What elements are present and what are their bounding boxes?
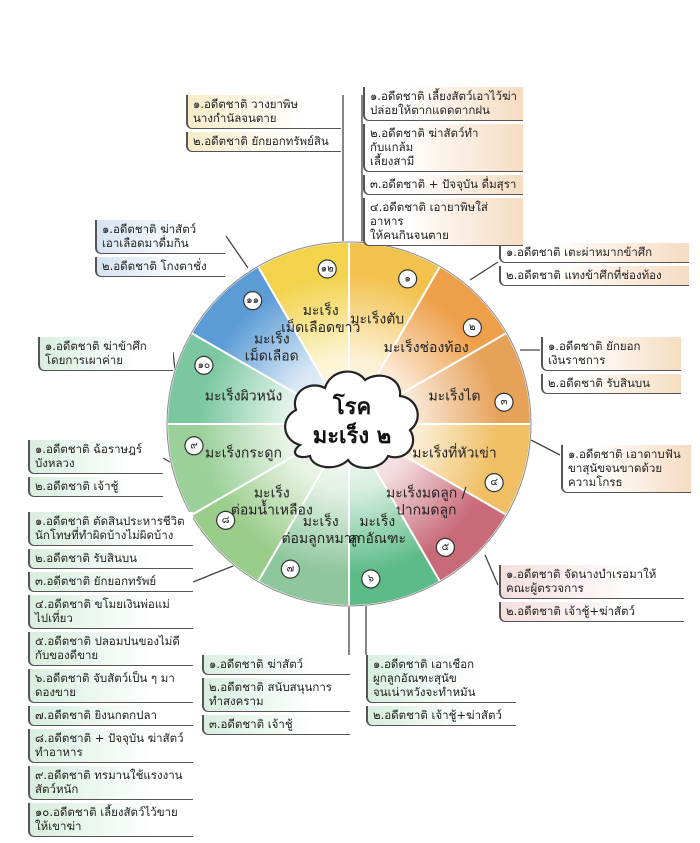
segment-2-number: ๒ — [469, 322, 476, 333]
segment-8-number: ๘ — [222, 515, 230, 526]
segment-5-number: ๕ — [442, 542, 450, 553]
segment-6-badge — [361, 569, 381, 589]
n7-item: ๓.อดีตชาติ ยักยอกทรัพย์ — [28, 572, 193, 592]
segment-4-badge — [484, 473, 504, 493]
n12-item: ๔.อดีตชาติ เอายาพิษใส่อาหาร ให้คนกินจนตา… — [363, 198, 523, 246]
n7-item: ๙.อดีตชาติ ทรมานใช้แรงงาน สัตว์หนัก — [28, 766, 193, 800]
n1-item: ๑.อดีตชาติ เตะผ่าหมากข้าศึก — [499, 243, 689, 263]
connector-line-9 — [172, 351, 176, 371]
segment-2-label: มะเร็งช่องท้อง — [384, 338, 469, 356]
note-leukemia: ๑.อดีตชาติ เลี้ยงสัตว์เอาไว้ฆ่า ปล่อยให้… — [363, 87, 523, 249]
n7-item: ๒.อดีตชาติ รับสินบน — [28, 549, 193, 569]
note-testicular-cancer: ๑.อดีตชาติ ฆ่าสัตว์๒.อดีตชาติ สนับสนุนกา… — [202, 655, 350, 738]
segment-6-number: ๖ — [368, 573, 374, 584]
segment-10-number: ๑๐ — [198, 360, 210, 371]
segment-7-badge — [280, 559, 300, 579]
n12-item: ๒.อดีตชาติ ฆ่าสัตว์ทำกับแกล้ม เลี้ยงสามี — [363, 124, 523, 172]
n8-item: ๑.อดีตชาติ ฉ้อราษฎร์ บังหลวง — [28, 440, 163, 474]
segment-7-label: ต่อมลูกหมาก — [281, 531, 360, 547]
note-bone-cancer: ๑.อดีตชาติ ฆ่าข้าศึก โดยการเผาค่าย — [38, 337, 173, 374]
segment-4-label: มะเร็งที่หัวเข่า — [412, 443, 496, 461]
segment-12-label: เม็ดเลือดขาว — [281, 318, 360, 336]
n8-item: ๒.อดีตชาติ เจ้าชู้ — [28, 477, 163, 497]
note-knee-cancer: ๑.อดีตชาติ จัดนางบำเรอมาให้ คณะผู้ตรวจกา… — [499, 565, 684, 625]
segment-10-badge — [194, 355, 214, 375]
n10-item: ๒.อดีตชาติ โกงตาชั่ง — [95, 257, 225, 277]
n9-item: ๑.อดีตชาติ ฆ่าข้าศึก โดยการเผาค่าย — [38, 337, 173, 371]
connector-line-1 — [469, 261, 499, 281]
note-abdominal-cancer: ๑.อดีตชาติ ยักยอก เงินราชการ๒.อดีตชาติ ร… — [541, 337, 681, 397]
n1-item: ๒.อดีตชาติ แทงข้าศึกที่ช่องท้อง — [499, 266, 689, 286]
n7-item: ๖.อดีตชาติ จับสัตว์เป็น ๆ มา ดองขาย — [28, 669, 193, 703]
n12-item: ๓.อดีตชาติ + ปัจจุบัน ดื่มสุรา — [363, 175, 523, 195]
note-lymph-cancer: ๑.อดีตชาติ ฉ้อราษฎร์ บังหลวง๒.อดีตชาติ เ… — [28, 440, 163, 500]
n10-item: ๑.อดีตชาติ ฆ่าสัตว์ เอาเลือดมาดื่มกิน — [95, 220, 225, 254]
n11-item: ๒.อดีตชาติ ยักยอกทรัพย์สิน — [186, 132, 341, 152]
n3-item: ๑.อดีตชาติ เอาดาบฟัน ขาสุนัขจนขาดด้วย คว… — [561, 445, 691, 493]
n7-item: ๑.อดีตชาติ ตัดสินประหารชีวิต นักโทษที่ทำ… — [28, 512, 193, 546]
note-kidney-cancer: ๑.อดีตชาติ เอาดาบฟัน ขาสุนัขจนขาดด้วย คว… — [561, 445, 691, 496]
segment-2-badge — [462, 318, 482, 338]
segment-3-number: ๓ — [501, 397, 508, 408]
n2-item: ๒.อดีตชาติ รับสินบน — [541, 374, 681, 394]
segment-9-badge — [184, 436, 204, 456]
center-title-line2: มะเร็ง ๒ — [313, 421, 392, 449]
connector-line-10 — [225, 235, 249, 269]
n5-item: ๒.อดีตชาติ เจ้าชู้+ฆ่าสัตว์ — [366, 706, 516, 726]
n2-item: ๑.อดีตชาติ ยักยอก เงินราชการ — [541, 337, 681, 371]
n7-item: ๑๐.อดีตชาติ เลี้ยงสัตว์ไว้ขาย ให้เขาฆ่า — [28, 803, 193, 837]
segment-1-number: ๑ — [404, 273, 410, 284]
segment-5-badge — [435, 537, 455, 557]
segment-7-label: มะเร็ง — [303, 512, 339, 530]
center-cloud: โรค มะเร็ง ๒ — [284, 370, 419, 469]
center-title-line1: โรค — [332, 393, 371, 420]
note-uterine-cancer: ๑.อดีตชาติ เอาเชือก ผูกลูกอัณฑะสุนัข จนเ… — [366, 655, 516, 729]
segment-4-number: ๔ — [490, 477, 498, 488]
note-blood-cancer: ๑.อดีตชาติ วางยาพิษ นางกำนัลจนตาย๒.อดีตช… — [186, 95, 341, 155]
segment-1-label: มะเร็งตับ — [350, 310, 404, 328]
segment-9-number: ๙ — [190, 440, 197, 451]
segment-12-badge — [317, 259, 337, 279]
n11-item: ๑.อดีตชาติ วางยาพิษ นางกำนัลจนตาย — [186, 95, 341, 129]
segment-6-label: ลูกอัณฑะ — [348, 531, 406, 547]
segment-9-label: มะเร็งกระดูก — [205, 443, 282, 461]
n7-item: ๕.อดีตชาติ ปลอมปนของไม่ดี กับของดีขาย — [28, 632, 193, 666]
note-skin-cancer: ๑.อดีตชาติ ฆ่าสัตว์ เอาเลือดมาดื่มกิน๒.อ… — [95, 220, 225, 280]
segment-labels: มะเร็งตับมะเร็งช่องท้องมะเร็งไตมะเร็งที่… — [205, 301, 497, 547]
segment-1-badge — [398, 269, 418, 289]
segment-11-label: มะเร็ง — [254, 329, 290, 347]
n7-item: ๗.อดีตชาติ ยิงนกตกปลา — [28, 706, 193, 726]
segment-8-label: ต่อมน้ำเหลือง — [231, 500, 313, 519]
segment-3-label: มะเร็งไต — [428, 387, 480, 405]
connector-line-4 — [484, 554, 499, 586]
segment-11-number: ๑๑ — [246, 295, 259, 306]
n6-item: ๒.อดีตชาติ สนับสนุนการ ทำสงคราม — [202, 678, 350, 712]
n6-item: ๑.อดีตชาติ ฆ่าสัตว์ — [202, 655, 350, 675]
n6-item: ๓.อดีตชาติ เจ้าชู้ — [202, 715, 350, 735]
n7-item: ๘.อดีตชาติ + ปัจจุบัน ฆ่าสัตว์ ทำอาหาร — [28, 729, 193, 763]
segment-7-number: ๗ — [287, 564, 295, 575]
segment-11-badge — [243, 291, 263, 311]
wheel-outer-ring — [166, 241, 532, 607]
segment-12-label: มะเร็ง — [303, 301, 339, 319]
n4-item: ๒.อดีตชาติ เจ้าชู้+ฆ่าสัตว์ — [499, 602, 684, 622]
segment-6-label: มะเร็ง — [359, 512, 395, 530]
segment-5-label: ปากมดลูก — [396, 503, 457, 519]
n5-item: ๑.อดีตชาติ เอาเชือก ผูกลูกอัณฑะสุนัข จนเ… — [366, 655, 516, 703]
segment-10-label: มะเร็งผิวหนัง — [205, 387, 283, 405]
segment-3-badge — [494, 392, 514, 412]
segment-5-label: มะเร็งมดลูก / — [386, 484, 467, 502]
segment-11-label: เม็ดเลือด — [245, 346, 299, 364]
note-prostate-cancer: ๑.อดีตชาติ ตัดสินประหารชีวิต นักโทษที่ทำ… — [28, 512, 193, 840]
n7-item: ๔.อดีตชาติ ขโมยเงินพ่อแม่ ไปเที่ยว — [28, 595, 193, 629]
n12-item: ๑.อดีตชาติ เลี้ยงสัตว์เอาไว้ฆ่า ปล่อยให้… — [363, 87, 523, 121]
note-liver-cancer: ๑.อดีตชาติ เตะผ่าหมากข้าศึก๒.อดีตชาติ แท… — [499, 243, 689, 289]
connector-line-3 — [530, 439, 561, 456]
n4-item: ๑.อดีตชาติ จัดนางบำเรอมาให้ คณะผู้ตรวจกา… — [499, 565, 684, 599]
segment-8-label: มะเร็ง — [254, 484, 290, 502]
segment-12-number: ๑๒ — [321, 264, 334, 275]
segment-8-badge — [216, 510, 236, 530]
